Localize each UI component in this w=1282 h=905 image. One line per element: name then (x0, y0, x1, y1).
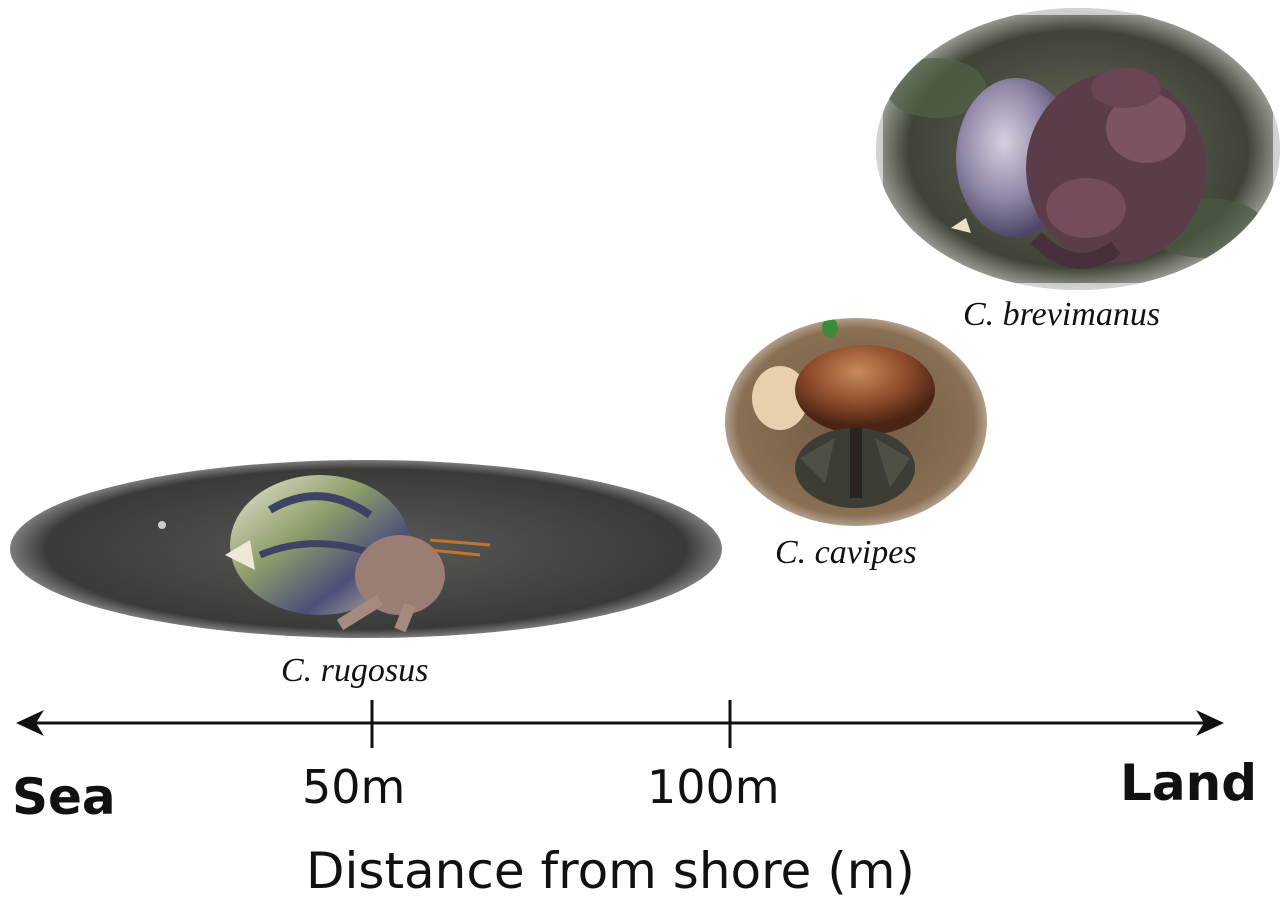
rugosus-photo (10, 460, 722, 638)
cavipes-photo (725, 318, 987, 526)
tick-label-50m: 50m (302, 760, 405, 814)
rugosus-label: C. rugosus (281, 652, 428, 690)
axis-title: Distance from shore (m) (306, 842, 915, 900)
land-label: Land (1120, 754, 1257, 812)
brevimanus-photo (876, 8, 1280, 290)
distance-axis (0, 690, 1282, 760)
tick-label-100m: 100m (647, 760, 780, 814)
brevimanus-label: C. brevimanus (963, 296, 1160, 334)
sea-label: Sea (12, 768, 116, 826)
cavipes-label: C. cavipes (775, 534, 917, 572)
